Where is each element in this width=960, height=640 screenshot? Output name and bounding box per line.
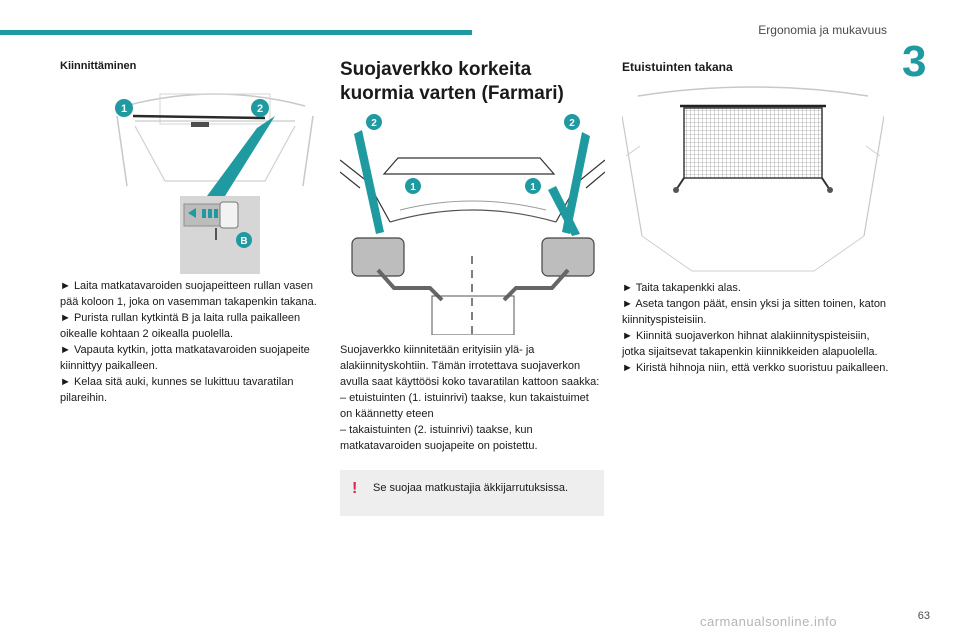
label-2-text: 2 xyxy=(257,103,263,115)
trunk-cover-illustration: 1 2 xyxy=(115,86,315,196)
column1-steps: ► Laita matkatavaroiden suojapeitteen ru… xyxy=(60,278,322,406)
label-2-marker xyxy=(251,99,269,117)
column1-step: ► Kelaa sitä auki, kunnes se lukittuu ta… xyxy=(60,376,294,404)
column3-step: ► Kiinnitä suojaverkon hihnat alakiinnit… xyxy=(622,330,878,358)
safety-net-mounting-illustration: 2 2 1 1 xyxy=(340,110,605,335)
column2-title: Suojaverkko korkeita kuormia varten (Far… xyxy=(340,59,564,104)
warning-text: Se suojaa matkustajia äkkijarrutuksissa. xyxy=(373,482,569,494)
exclamation-icon: ! xyxy=(352,480,358,497)
label-b-text: B xyxy=(240,236,247,247)
label-1-right-marker xyxy=(525,178,541,194)
label-1-right-text: 1 xyxy=(530,182,536,193)
label-2-right-marker xyxy=(564,114,580,130)
column2-list-item: – takaistuinten (2. istuinrivi) taakse, … xyxy=(340,424,538,452)
column2-paragraph: Suojaverkko kiinnitetään erityisiin ylä-… xyxy=(340,344,600,388)
column1-title: Kiinnittäminen xyxy=(60,60,137,72)
label-b-marker xyxy=(236,232,252,248)
column3-step: ► Taita takapenkki alas. xyxy=(622,282,741,294)
page-number: 63 xyxy=(917,610,930,622)
label-2-right-text: 2 xyxy=(569,118,575,129)
column1-step: ► Vapauta kytkin, jotta matkatavaroiden … xyxy=(60,344,310,372)
label-2-left-text: 2 xyxy=(371,118,377,129)
roller-clip-detail-illustration: B xyxy=(180,196,260,274)
column3-steps: ► Taita takapenkki alas. ► Aseta tangon … xyxy=(622,280,890,376)
header-accent-bar xyxy=(0,30,472,35)
net-behind-front-seats-illustration xyxy=(622,86,884,276)
label-2-left-marker xyxy=(366,114,382,130)
section-title: Ergonomia ja mukavuus xyxy=(758,23,887,37)
column3-step: ► Aseta tangon päät, ensin yksi ja sitte… xyxy=(622,298,887,326)
column1-step: ► Purista rullan kytkintä B ja laita rul… xyxy=(60,312,301,340)
label-1-left-marker xyxy=(405,178,421,194)
column1-step: ► Laita matkatavaroiden suojapeitteen ru… xyxy=(60,280,317,308)
label-1-marker xyxy=(115,99,133,117)
warning-box: ! Se suojaa matkustajia äkkijarrutuksiss… xyxy=(340,470,604,516)
column2-list-item: – etuistuinten (1. istuinrivi) taakse, k… xyxy=(340,392,589,420)
label-1-text: 1 xyxy=(121,103,127,115)
chapter-number: 3 xyxy=(902,37,927,86)
column2-body: Suojaverkko kiinnitetään erityisiin ylä-… xyxy=(340,342,602,454)
column3-step: ► Kiristä hihnoja niin, että verkko suor… xyxy=(622,362,889,374)
label-1-left-text: 1 xyxy=(410,182,416,193)
watermark: carmanualsonline.info xyxy=(700,614,837,629)
column3-title: Etuistuinten takana xyxy=(622,60,733,74)
